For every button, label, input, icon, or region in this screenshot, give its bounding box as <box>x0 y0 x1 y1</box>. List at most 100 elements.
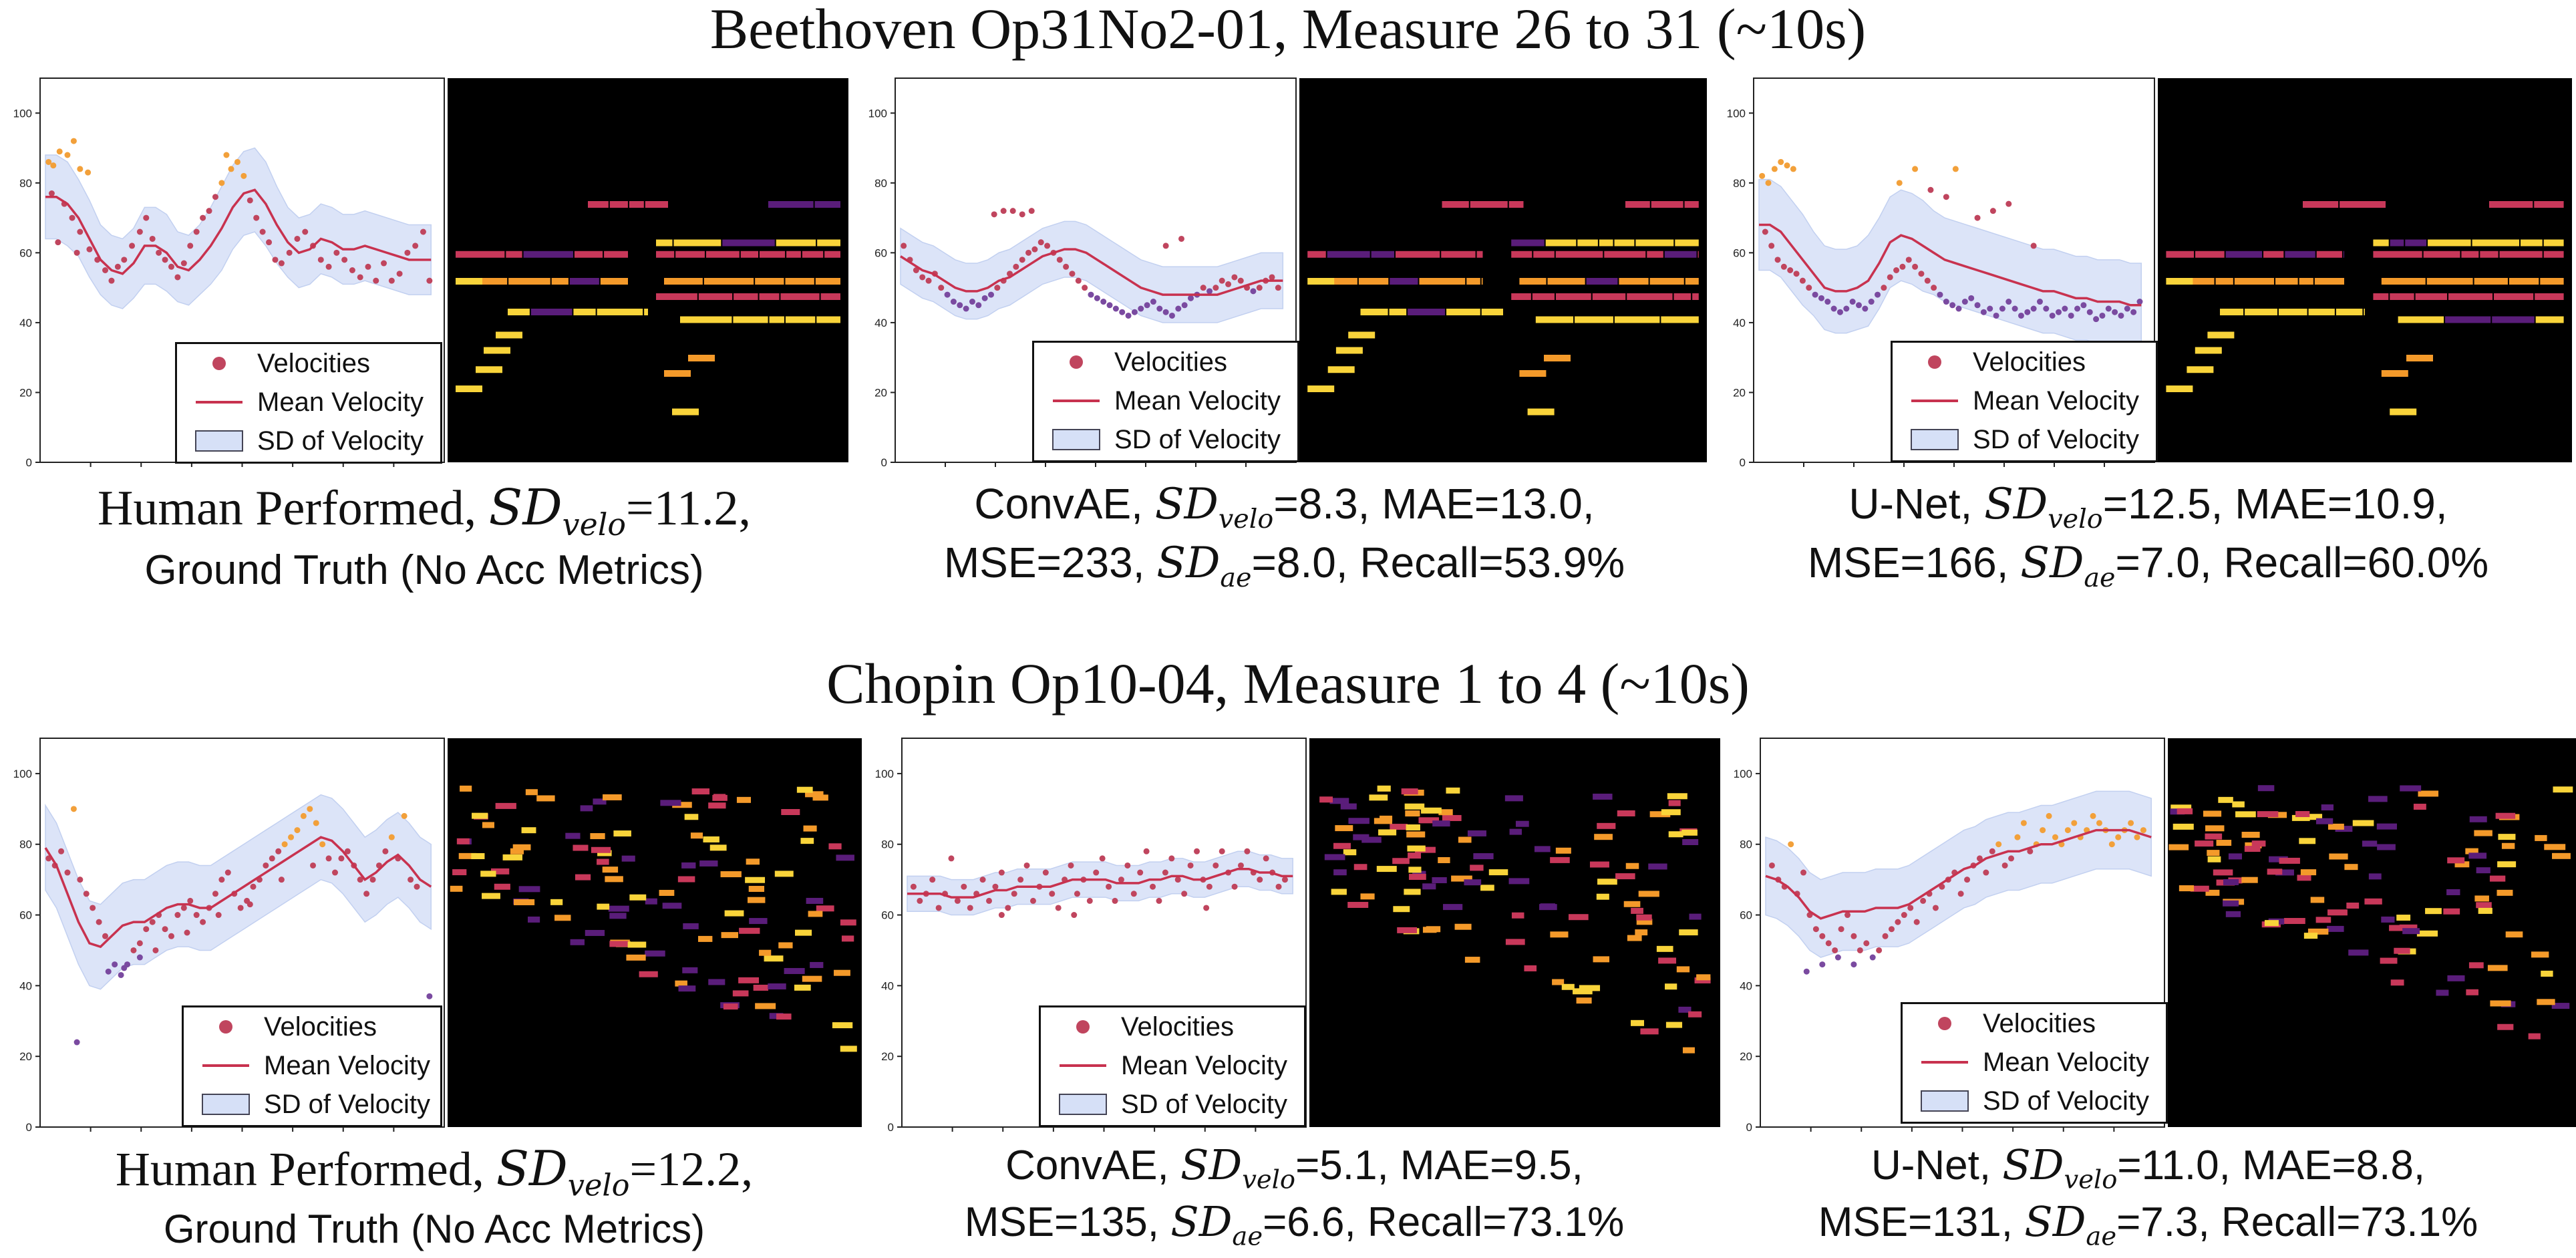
caption-beethoven-convae: ConvAE, SDvelo=8.3, MAE=13.0, MSE=233, S… <box>862 480 1707 594</box>
velocity-point <box>247 197 253 204</box>
note-bar <box>2297 875 2311 881</box>
velocity-point <box>200 214 206 221</box>
y-tick-label: 0 <box>888 1121 894 1134</box>
velocity-point <box>2011 305 2018 312</box>
note-bar <box>836 854 854 861</box>
velocity-point <box>77 228 84 235</box>
velocity-point <box>1876 947 1883 953</box>
note-bar <box>1480 885 1494 891</box>
note-bar <box>1481 309 1503 315</box>
piano-roll-beethoven-unet <box>2158 78 2572 462</box>
note-bar <box>2315 917 2331 923</box>
piano-roll-beethoven-convae <box>1299 78 1707 462</box>
note-bar <box>600 278 628 285</box>
velocity-point <box>1899 263 1906 270</box>
velocity-point <box>307 806 313 812</box>
note-bar <box>1696 974 1711 981</box>
note-bar <box>2299 838 2316 844</box>
caption-value: =11.0, MAE=8.8, <box>2117 1142 2426 1189</box>
legend-label-mean: Mean Velocity <box>257 387 424 417</box>
velocity-point <box>1976 855 1983 862</box>
legend-dot-swatch <box>196 1007 256 1046</box>
velocity-point <box>64 152 71 158</box>
note-bar <box>2220 309 2244 315</box>
legend-label-mean: Mean Velocity <box>1973 386 2140 416</box>
note-bar <box>1694 977 1711 983</box>
mean-velocity-line <box>45 188 432 275</box>
note-bar <box>2402 928 2420 935</box>
velocity-point <box>1037 239 1044 246</box>
velocity-point <box>1019 257 1025 263</box>
sd-velo-symbol: SDvelo <box>489 479 626 542</box>
note-bar <box>2327 909 2348 916</box>
velocity-point <box>1194 848 1200 854</box>
note-bar <box>609 201 628 208</box>
note-bar <box>597 850 612 856</box>
note-bar <box>2380 957 2398 964</box>
legend-label-velocities: Velocities <box>264 1012 377 1042</box>
note-bar <box>1515 820 1529 827</box>
velocity-point <box>929 877 936 883</box>
note-bar <box>2225 911 2241 917</box>
velocity-point <box>414 883 420 890</box>
velocity-point <box>1875 291 1881 298</box>
velocity-point <box>174 274 181 281</box>
note-bar <box>1333 869 1347 876</box>
velocity-point <box>2074 305 2081 312</box>
y-tick-label: 80 <box>19 177 32 190</box>
note-bar <box>2394 947 2410 954</box>
note-bar <box>608 905 629 912</box>
velocity-point <box>1225 281 1232 287</box>
note-bar <box>597 903 610 910</box>
velocity-point <box>187 897 194 904</box>
velocity-point <box>1888 926 1895 933</box>
legend-band <box>1911 429 1959 450</box>
note-bar <box>1676 966 1690 973</box>
y-tick-label: 0 <box>26 1121 32 1134</box>
note-bar <box>565 832 581 839</box>
note-bar <box>1508 201 1524 208</box>
velocity-point <box>1237 277 1244 284</box>
velocity-point <box>954 897 961 904</box>
velocity-point <box>1882 933 1889 939</box>
caption-line-1: U-Net, SDvelo=11.0, MAE=8.8, <box>1720 1141 2576 1195</box>
note-bar <box>1348 331 1376 339</box>
velocity-point <box>1017 877 1024 883</box>
note-bar <box>2494 293 2534 300</box>
note-bar <box>1422 927 1437 933</box>
y-tick-label: 20 <box>19 386 32 399</box>
note-bar <box>675 251 705 258</box>
note-bar <box>2399 924 2418 931</box>
y-tick-label: 80 <box>1733 177 1746 190</box>
caption-value: =8.0, Recall=53.9% <box>1251 538 1625 587</box>
caption-line-1: U-Net, SDvelo=12.5, MAE=10.9, <box>1720 480 2576 534</box>
velocity-point <box>1106 302 1113 309</box>
note-bar <box>1408 867 1422 873</box>
y-tick-label: 20 <box>1733 386 1746 399</box>
velocity-point <box>56 148 63 155</box>
note-bar <box>2466 989 2479 995</box>
velocity-point <box>317 257 324 263</box>
velocity-point <box>1819 933 1826 939</box>
y-tick-label: 80 <box>881 838 894 851</box>
velocity-point <box>1203 905 1210 911</box>
note-bar <box>2305 814 2323 820</box>
legend-line-swatch <box>1915 1043 1975 1082</box>
note-bar <box>816 316 840 323</box>
velocity-point <box>1086 897 1093 904</box>
note-bar <box>2447 857 2465 864</box>
note-bar <box>2505 931 2523 938</box>
note-bar <box>1579 985 1601 991</box>
velocity-point <box>388 834 395 840</box>
note-bar <box>2205 889 2220 896</box>
note-bar <box>2468 852 2487 859</box>
velocity-point <box>2043 305 2050 312</box>
legend-swatch-graphic <box>202 1064 249 1067</box>
note-bar <box>677 876 695 883</box>
caption-line-1: Human Performed, SDvelo=12.2, <box>0 1141 868 1203</box>
note-bar <box>720 871 742 878</box>
note-bar <box>656 293 697 300</box>
mean-velocity-line <box>1759 223 2142 307</box>
note-bar <box>2336 309 2363 315</box>
